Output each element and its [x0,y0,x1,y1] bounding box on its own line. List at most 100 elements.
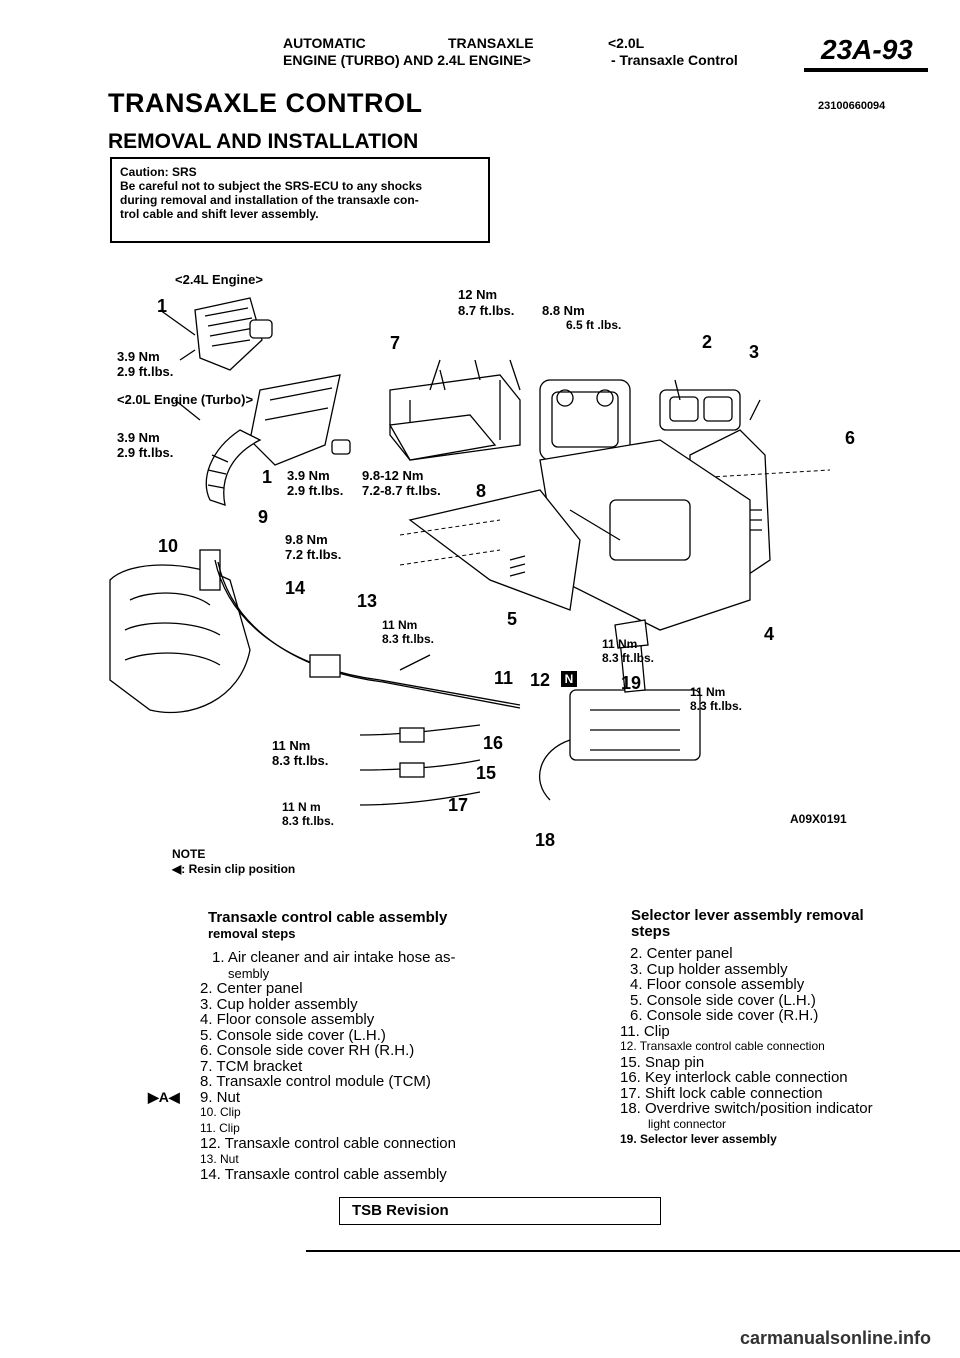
list-item: 5. Console side cover (L.H.) [630,991,816,1009]
note-label: NOTE [172,847,206,861]
list-item: ▶A◀ 9. Nut [148,1088,241,1106]
list-item: 1. Air cleaner and air intake hose as- [212,949,456,966]
list-item: 15. Snap pin [620,1053,705,1071]
callout-1: 1 [262,467,273,487]
caution-box: Caution: SRS Be careful not to subject t… [110,157,490,243]
callout-17: 17 [448,795,469,815]
list-item: 13. Nut [200,1151,239,1166]
header-transaxle: TRANSAXLE [448,35,534,51]
list-item: light connector [648,1116,727,1131]
list-item: 2. Center panel [630,945,733,962]
list-item: 14. Transaxle control cable assembly [200,1166,447,1183]
callout-1: 1 [157,296,168,316]
list-item: 6. Console side cover (R.H.) [630,1007,819,1024]
cup-holder-drawing [659,389,741,431]
right-heading-line-2: steps [631,923,671,940]
caution-line-1: Be careful not to subject the SRS-ECU to… [120,179,423,193]
list-item: 7. TCM bracket [200,1057,303,1075]
watermark: carmanualsonline.info [740,1328,932,1348]
callout-8: 8 [476,481,487,501]
tcm-bracket-drawing [388,359,521,461]
selector-lever-drawing [539,619,701,801]
tsb-revision-box: TSB Revision [339,1197,661,1225]
engine-24-label: <2.4L Engine> [175,272,263,287]
exploded-view-drawing [109,297,831,806]
list-item: 2. Center panel [200,980,303,997]
header-rule [804,68,928,72]
document-code: 23100660094 [818,100,886,112]
callout-18: 18 [535,830,556,850]
page-number: 23A-93 [821,34,913,65]
torque-label: 6.5 ft .lbs. [566,318,622,332]
note-line: ◀: Resin clip position [172,862,295,876]
list-item: 10. Clip [200,1105,241,1119]
callout-2: 2 [702,332,713,352]
list-item: 17. Shift lock cable connection [620,1084,823,1102]
engine-20-label: <2.0L Engine (Turbo)> [117,392,254,407]
list-item: 5. Console side cover (L.H.) [200,1026,386,1044]
callout-9: 9 [258,507,269,527]
center-panel-drawing [539,379,631,461]
figure-code: A09X0191 [790,812,847,826]
list-item: 12. Transaxle control cable connection [200,1135,456,1152]
callout-5: 5 [507,609,518,629]
air-cleaner-turbo-drawing [205,374,351,506]
tsb-revision-label: TSB Revision [352,1202,449,1219]
torque-label: 8.8 Nm [542,303,585,318]
callout-12: 12 [530,670,551,690]
section-title: TRANSAXLE CONTROL [108,88,423,118]
list-item: 6. Console side cover RH (R.H.) [200,1042,415,1059]
caution-line-3: trol cable and shift lever assembly. [120,207,319,221]
left-column-heading: Transaxle control cable assembly removal… [208,910,447,942]
right-heading-line-1: Selector lever assembly removal [631,907,864,924]
right-steps-list: 2. Center panel 3. Cup holder assembly 4… [620,946,910,1148]
list-item: 16. Key interlock cable connection [620,1069,848,1086]
left-heading-line-2: removal steps [208,926,296,941]
footer-rule [306,1250,960,1252]
callout-6: 6 [845,428,856,448]
air-cleaner-24l-drawing [159,297,273,371]
list-item: 3. Cup holder assembly [630,960,788,978]
list-item: 11. Clip [620,1022,670,1040]
header-engine-20: <2.0L [608,35,645,51]
left-steps-list: 1. Air cleaner and air intake hose as- s… [148,949,490,1183]
callout-3: 3 [749,342,760,362]
caution-line-2: during removal and installation of the t… [120,193,419,207]
header-section-name: - Transaxle Control [611,52,738,68]
callout-7: 7 [390,333,401,353]
console-side-cover-lh-drawing [399,489,581,611]
list-item: 3. Cup holder assembly [200,995,358,1013]
torque-label: 12 Nm [458,287,498,302]
callout-10: 10 [158,536,179,556]
step-9-marker: ▶A◀ [148,1088,180,1105]
list-item: 19. Selector lever assembly [620,1132,777,1146]
left-heading-line-1: Transaxle control cable assembly [208,909,448,926]
interlock-cables-drawing [359,724,481,806]
list-item: sembly [228,965,270,981]
list-item: 8. Transaxle control module (TCM) [200,1073,431,1090]
control-cable-drawing [214,559,521,709]
list-item: 4. Floor console assembly [630,976,805,993]
subsection-title: REMOVAL AND INSTALLATION [108,130,419,153]
caution-heading: Caution: SRS [120,165,197,179]
note-text: : Resin clip position [181,862,296,876]
callout-19: 19 [621,673,642,693]
resin-clip-arrow-icon: ◀ [172,862,182,876]
header-automatic: AUTOMATIC [283,35,366,51]
list-item: 18. Overdrive switch/position indicator [620,1100,873,1117]
transaxle-drawing [109,549,251,714]
callout-4: 4 [764,624,775,644]
header-engine-line: ENGINE (TURBO) AND 2.4L ENGINE> [283,52,531,68]
callout-13: 13 [357,591,378,611]
list-item: 12. Transaxle control cable connection [620,1039,825,1053]
torque-label: 8.7 ft.lbs. [458,303,515,318]
